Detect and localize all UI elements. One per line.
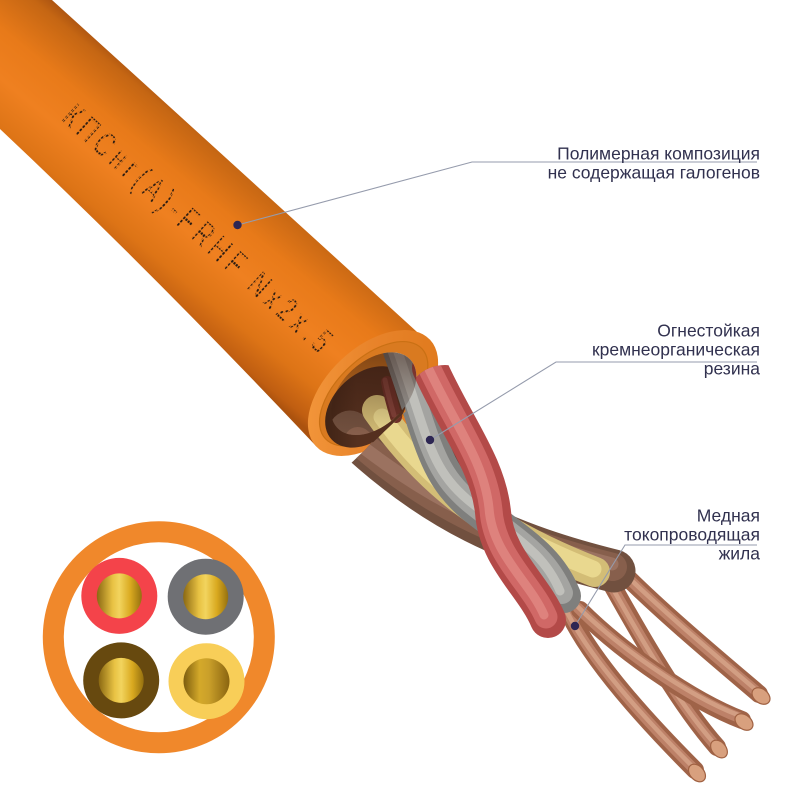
svg-text:жила: жила bbox=[719, 544, 761, 564]
svg-text:не содержащая галогенов: не содержащая галогенов bbox=[548, 163, 760, 183]
svg-text:токопроводящая: токопроводящая bbox=[624, 525, 760, 545]
svg-text:кремнеорганическая: кремнеорганическая bbox=[592, 340, 760, 360]
svg-text:резина: резина bbox=[704, 359, 761, 379]
svg-text:Полимерная композиция: Полимерная композиция bbox=[557, 144, 760, 164]
svg-text:Огнестойкая: Огнестойкая bbox=[657, 321, 760, 341]
svg-text:Медная: Медная bbox=[697, 506, 760, 526]
